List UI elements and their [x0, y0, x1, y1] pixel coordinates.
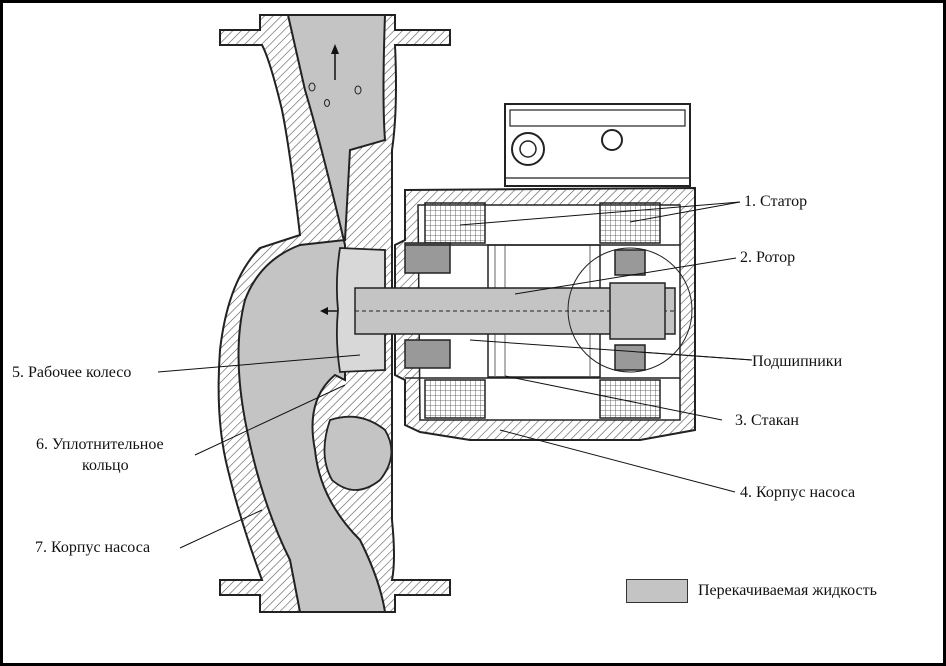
label-bearings: Подшипники	[752, 353, 843, 370]
stator-bottom-right	[599, 379, 661, 419]
label-seal-ring-1: 6. Уплотнительное	[36, 436, 164, 453]
stator-bottom-left	[424, 379, 486, 419]
liquid-channel	[237, 14, 387, 613]
label-impeller: 5. Рабочее колесо	[12, 364, 132, 381]
legend-swatch	[626, 579, 688, 603]
bearing-front	[404, 242, 451, 274]
label-pump-housing: 7. Корпус насоса	[35, 539, 151, 556]
volute-lobe	[323, 415, 393, 491]
label-rotor: 2. Ротор	[740, 249, 796, 266]
label-motor-housing: 4. Корпус насоса	[740, 484, 856, 501]
stator-top-left	[424, 202, 486, 244]
legend-label: Перекачиваемая жидкость	[698, 582, 877, 599]
bearing-rear	[614, 249, 646, 276]
can	[405, 244, 680, 379]
label-stator: 1. Статор	[744, 193, 808, 210]
label-seal-ring-2: кольцо	[82, 457, 129, 474]
label-can: 3. Стакан	[735, 412, 799, 429]
leader-lines	[157, 201, 753, 549]
